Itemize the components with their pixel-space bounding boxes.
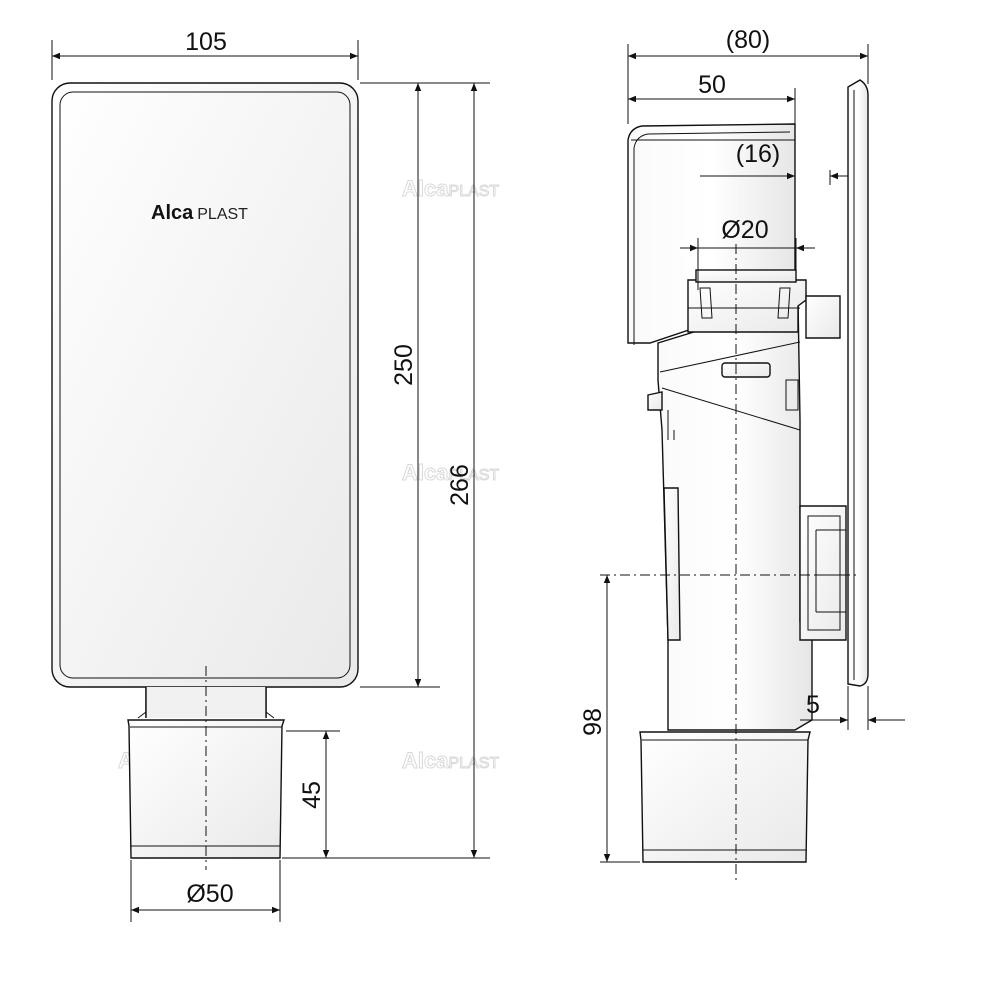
inlet-connector (805, 295, 841, 339)
dim-inlet-diameter: Ø20 (721, 216, 768, 244)
dim-inlet-offset: (16) (736, 140, 780, 168)
side-view: (80) 50 (16) Ø20 98 5 (579, 26, 905, 880)
side-slot (721, 362, 771, 378)
dim-cover-thickness: 5 (806, 691, 820, 719)
side-outlet (639, 731, 811, 863)
front-body-outline (51, 82, 359, 688)
side-body (657, 299, 813, 731)
front-body-inner-edge (59, 91, 351, 679)
dim-front-total-height: 266 (446, 464, 474, 506)
side-clip (647, 391, 663, 411)
dim-side-depth: (80) (726, 26, 770, 54)
dim-front-body-height: 250 (390, 344, 418, 386)
watermark: AlcaPLAST (402, 176, 499, 201)
side-rib (663, 487, 681, 641)
dim-side-body-depth: 50 (698, 71, 726, 99)
mounting-bracket (799, 505, 847, 641)
cover-plate (847, 79, 869, 687)
watermark: AlcaPLAST (402, 748, 499, 773)
inlet-fitting (687, 279, 807, 333)
dim-outlet-diameter: Ø50 (186, 880, 233, 908)
dim-outlet-length: 45 (298, 781, 326, 809)
dim-front-width: 105 (185, 28, 227, 56)
dim-outlet-axis-height: 98 (579, 708, 607, 736)
